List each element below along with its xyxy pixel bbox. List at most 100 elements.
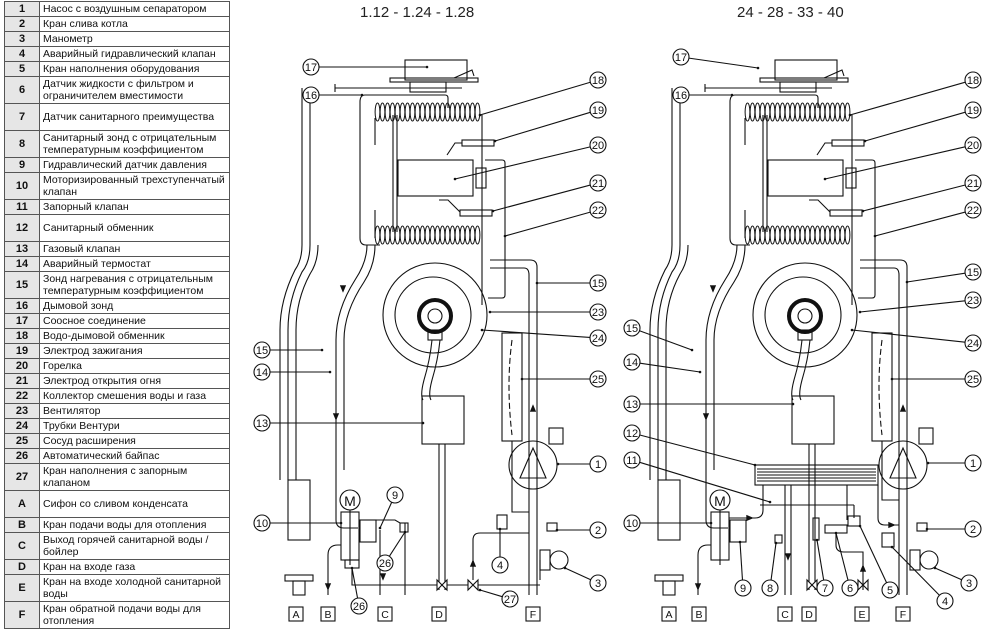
heat-exchanger-coil-top — [449, 102, 456, 122]
legend-label: Кран наполнения оборудования — [39, 61, 230, 77]
flue-pipe-inner — [287, 88, 311, 480]
pipe-path — [729, 485, 764, 519]
callout-circle — [734, 579, 752, 597]
heat-exchanger-coil-top — [439, 102, 446, 122]
legend-label: Кран слива котла — [39, 16, 230, 32]
heat-exchanger-coil-bottom — [829, 225, 836, 245]
coaxial-outlet — [823, 69, 845, 79]
flow-arrow — [694, 583, 702, 591]
callout-number: 6 — [847, 583, 853, 595]
legend-label: Газовый клапан — [39, 241, 230, 257]
callout-leader-tip — [858, 524, 862, 528]
flame-electrode — [809, 199, 831, 213]
callout-number: 12 — [626, 428, 638, 440]
heat-exchanger-coil-top — [419, 102, 426, 122]
heat-exchanger-coil-top — [754, 102, 761, 122]
pump — [508, 440, 558, 490]
callout-leader — [770, 542, 777, 581]
legend-key: 4 — [4, 46, 40, 62]
callout-number: 1 — [595, 459, 601, 471]
callout-circle — [589, 136, 607, 154]
air-pipe — [335, 244, 368, 470]
heat-exchanger-coil-top — [794, 102, 801, 122]
callout-circle — [881, 581, 899, 599]
legend-label: Кран наполнения с запорным клапаном — [39, 463, 230, 491]
callout-leader — [504, 211, 591, 237]
siphon-outlet — [662, 580, 676, 596]
callout-leader-tip — [403, 530, 407, 534]
callout-leader — [849, 81, 966, 116]
mixing-collector — [485, 159, 506, 299]
callout-circle — [589, 521, 607, 539]
callout-number: 2 — [595, 525, 601, 537]
callout-number: 8 — [767, 583, 773, 595]
callout-leader — [739, 541, 744, 581]
flow-arrow — [339, 285, 347, 293]
heat-exchanger-coil-top — [374, 102, 381, 122]
callout-leader-tip — [563, 566, 567, 570]
callout-leader — [454, 146, 591, 180]
callout-number: 26 — [379, 558, 391, 570]
callout-number: 15 — [626, 323, 638, 335]
callout-number: 20 — [967, 140, 979, 152]
callout-circle — [964, 174, 982, 192]
legend-key: 1 — [4, 1, 40, 17]
callout-circle — [964, 101, 982, 119]
legend-key: 21 — [4, 373, 40, 389]
connection-label: E — [858, 609, 865, 621]
heat-exchanger-coil-bottom — [814, 225, 821, 245]
callout-number: 2 — [970, 524, 976, 536]
callout-leader — [835, 532, 849, 581]
heat-exchanger-coil-bottom — [439, 225, 446, 245]
callout-number: 1 — [970, 458, 976, 470]
callout-number: 26 — [353, 601, 365, 613]
callout-leader-tip — [555, 528, 559, 532]
pump-triangle — [519, 446, 547, 479]
legend-key: 22 — [4, 388, 40, 404]
legend-key: 9 — [4, 157, 40, 173]
return-pipe — [490, 267, 530, 595]
electrode-holder-21 — [459, 209, 493, 217]
flow-arrow — [702, 413, 710, 421]
condensate-siphon — [287, 479, 311, 541]
connection-label: B — [695, 609, 702, 621]
legend-key: B — [4, 517, 40, 533]
heat-exchanger-coil-bottom — [789, 225, 796, 245]
callout-circle — [960, 574, 978, 592]
legend-key: 11 — [4, 199, 40, 215]
gas-pipe — [791, 339, 803, 401]
callout-leader — [494, 111, 591, 142]
callout-leader-tip — [861, 209, 865, 213]
callout-number: 10 — [626, 518, 638, 530]
connection-box — [661, 606, 677, 622]
legend-label: Водо-дымовой обменник — [39, 328, 230, 344]
legend-label: Моторизированный трехступенчатый клапан — [39, 172, 230, 200]
heat-exchanger-coil-top — [744, 102, 751, 122]
heat-exchanger-coil-bottom — [404, 225, 411, 245]
callout-leader-tip — [378, 526, 382, 530]
connection-label: D — [435, 609, 443, 621]
fill-valve-27 — [467, 578, 479, 592]
callout-circle — [589, 201, 607, 219]
callout-leader-tip — [756, 66, 760, 70]
callout-leader — [859, 525, 888, 583]
callout-number: 16 — [675, 90, 687, 102]
venturi-core — [427, 308, 443, 324]
pressure-gauge — [549, 550, 569, 570]
legend-key: 8 — [4, 130, 40, 158]
venturi-core — [797, 308, 813, 324]
connection-label: A — [292, 609, 299, 621]
heat-exchanger-coil-bottom — [454, 225, 461, 245]
legend-key: D — [4, 559, 40, 575]
callout-number: 24 — [592, 333, 604, 345]
